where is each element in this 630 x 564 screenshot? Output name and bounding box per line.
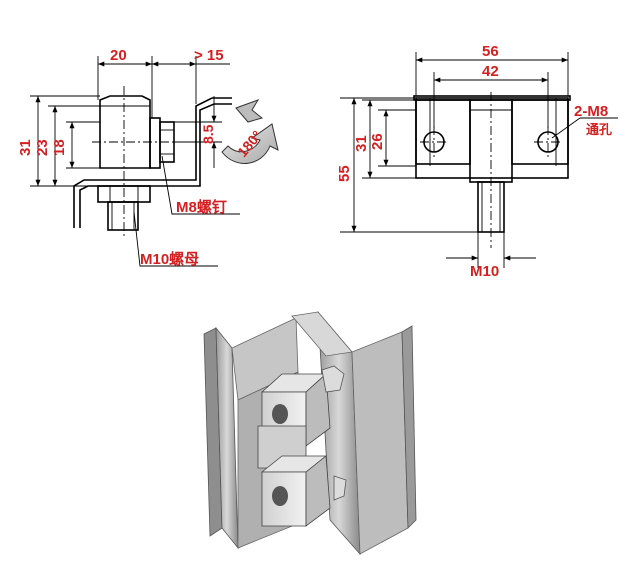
dim-8-5: 8.5 — [200, 124, 216, 144]
dim-height-31: 31 — [17, 139, 34, 156]
dim-height-23: 23 — [34, 139, 51, 156]
rotation-arrow-icon — [221, 99, 279, 164]
dim-55: 55 — [336, 165, 353, 182]
nut-label: M10螺母 — [140, 250, 199, 268]
hole-label-size: 2-M8 — [574, 103, 608, 120]
dim-clearance: > 15 — [194, 47, 224, 64]
stud-label: M10 — [470, 263, 499, 280]
dim-width-20: 20 — [110, 47, 127, 64]
dim-56: 56 — [482, 43, 499, 60]
dim-31-front: 31 — [353, 135, 370, 152]
hole-label-type: 通孔 — [586, 122, 612, 137]
dim-height-18: 18 — [51, 139, 68, 156]
side-view: 20 > 15 31 23 18 8.5 180° M8螺钉 M10螺母 — [17, 47, 279, 268]
dim-42: 42 — [482, 63, 499, 80]
dim-26: 26 — [369, 133, 386, 150]
front-view: 56 42 55 31 26 2-M8 通孔 M10 — [336, 43, 618, 280]
screw-label: M8螺钉 — [176, 198, 227, 216]
hinge-3d-render — [203, 310, 417, 556]
